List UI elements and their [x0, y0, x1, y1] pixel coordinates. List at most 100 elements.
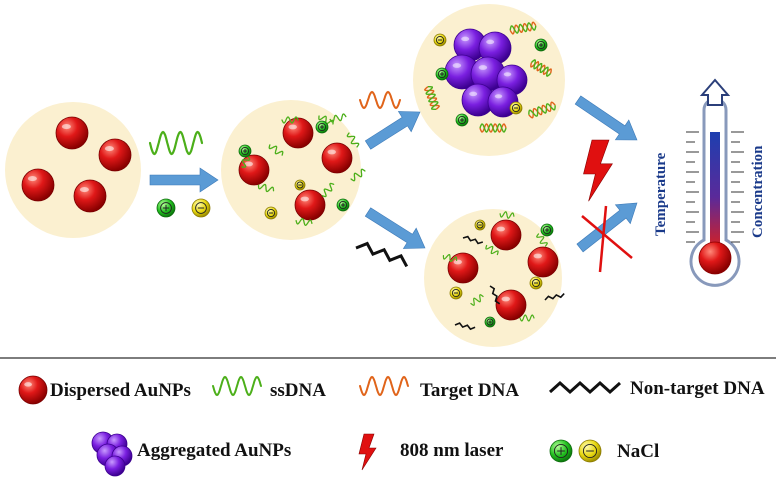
dsdna-complex [530, 58, 552, 78]
legend-divider [0, 357, 776, 359]
ssdna-strand [268, 144, 284, 156]
dispersed-aunp [73, 179, 107, 213]
arrow-add-target-dna [364, 111, 421, 150]
dispersed-aunp [21, 168, 55, 202]
au-nanoparticle-highlight [61, 124, 71, 130]
nacl-cation-small-ring [536, 40, 546, 50]
aggregated-aunp-highlight [486, 39, 495, 45]
au-nanoparticle-highlight [79, 187, 89, 193]
au-nanoparticle-highlight [288, 124, 297, 130]
dispersed-aunp-result [495, 289, 527, 321]
au-nanoparticle-highlight [24, 382, 33, 387]
thermometer-icon [686, 78, 744, 287]
red-x-icon [598, 205, 608, 273]
legend-label-aggregated-aunps: Aggregated AuNPs [137, 440, 292, 461]
nacl-cation-ring [160, 202, 172, 214]
nacl-cation-small-ring [437, 69, 447, 79]
nacl-anion-small-ring [511, 103, 521, 113]
au-nanoparticle-highlight [327, 149, 336, 155]
ssdna-coated-circle [221, 100, 361, 240]
ssdna-strand [257, 183, 275, 193]
ssdna-coated-aunp [282, 117, 314, 149]
non-target-dna-small [454, 322, 476, 331]
ssdna-strand [346, 132, 360, 148]
nacl-cation-small-ring [542, 225, 552, 235]
dsdna-complex [528, 101, 556, 119]
legend-label-ssdna: ssDNA [270, 380, 326, 401]
dsdna-strand-ssdna [425, 85, 439, 111]
non-target-dna-small [544, 293, 565, 301]
au-nanoparticle-highlight [244, 161, 253, 167]
legend-laser-bolt-icon [358, 433, 377, 471]
aggregated-aunp-highlight [469, 91, 478, 97]
dispersed-aunp [55, 116, 89, 150]
dsdna-complex [423, 85, 441, 111]
dsdna-strand-ssdna [509, 22, 537, 34]
au-nanoparticle-highlight [496, 226, 505, 232]
legend-target-dna-icon [359, 375, 409, 397]
legend-label-target-dna: Target DNA [420, 380, 520, 401]
aggregated-aunp-highlight [452, 63, 462, 68]
au-nanoparticle-highlight [300, 196, 309, 202]
legend-label-808-laser: 808 nm laser [400, 440, 504, 461]
thermometer-up-arrow-icon [699, 78, 731, 106]
ssdna-coated-aunp [321, 142, 353, 174]
ssdna-strand [519, 314, 535, 322]
thermometer-bulb [698, 241, 732, 275]
dsdna-strand-ssdna [528, 103, 556, 117]
laser-bolt-icon [583, 139, 613, 202]
circle-backgrounds [5, 4, 565, 347]
target-dna-wave [359, 90, 401, 110]
nacl-cation-small-ring [338, 200, 348, 210]
ssdna-strand [295, 218, 313, 226]
ssdna-strand [318, 115, 334, 125]
legend-label-nacl: NaCl [617, 441, 660, 462]
non-target-dna-small [462, 235, 484, 245]
ssdna-strand [536, 233, 548, 247]
au-nanoparticle-highlight [104, 146, 114, 152]
dsdna-complex [509, 21, 537, 35]
thermometer-mercury [710, 132, 720, 250]
dispersed-aunp [98, 138, 132, 172]
legend-nacl-anion-icon-ring [582, 443, 598, 459]
nacl-cation-small-ring [486, 318, 494, 326]
legend-ssdna-icon [212, 375, 262, 397]
nacl-anion-ring [195, 202, 207, 214]
ssdna-strand [350, 168, 366, 182]
dispersed-result-circle [424, 209, 562, 347]
legend-non-target-dna-icon [548, 380, 622, 395]
ssdna-strand [281, 116, 299, 124]
aggregated-aunp-highlight [494, 94, 503, 99]
au-nanoparticle-highlight [501, 296, 510, 302]
dispersed-aunp-result [490, 219, 522, 251]
ssdna-strand [329, 113, 347, 123]
aggregated-aunp-highlight [461, 36, 470, 42]
au-nanoparticle-highlight [27, 176, 37, 182]
arrow-to-thermometer-low [576, 202, 638, 253]
ssdna-strand [442, 253, 458, 263]
legend-aggregated-aunp-icon [104, 455, 126, 477]
non-target-dna-zigzag [355, 241, 409, 268]
nacl-cation-small-ring [457, 115, 467, 125]
dispersed-aunp-result [527, 246, 559, 278]
legend-label-non-target-dna: Non-target DNA [630, 378, 765, 399]
ssdna-strand [485, 244, 499, 256]
nacl-cation-small-ring [317, 122, 327, 132]
nacl-anion-small-ring [476, 221, 484, 229]
aggregated-aunp-highlight [503, 72, 512, 77]
aggregated-aunp-highlight [478, 65, 488, 70]
legend-nacl-cation-icon-ring [553, 443, 569, 459]
diagram-marks [18, 21, 744, 477]
dsdna-strand-ssdna [479, 123, 507, 133]
arrow-add-non-target-dna [364, 207, 426, 249]
ssdna-strand [499, 211, 515, 219]
ssdna-coated-aunp [294, 189, 326, 221]
temperature-label: Temperature [653, 152, 669, 236]
concentration-label: Concentration [750, 145, 766, 239]
ssdna-strand [321, 182, 335, 198]
arrow-add-ssdna [149, 167, 219, 193]
nacl-anion-small-ring [531, 278, 541, 288]
dsdna-complex [479, 123, 507, 133]
